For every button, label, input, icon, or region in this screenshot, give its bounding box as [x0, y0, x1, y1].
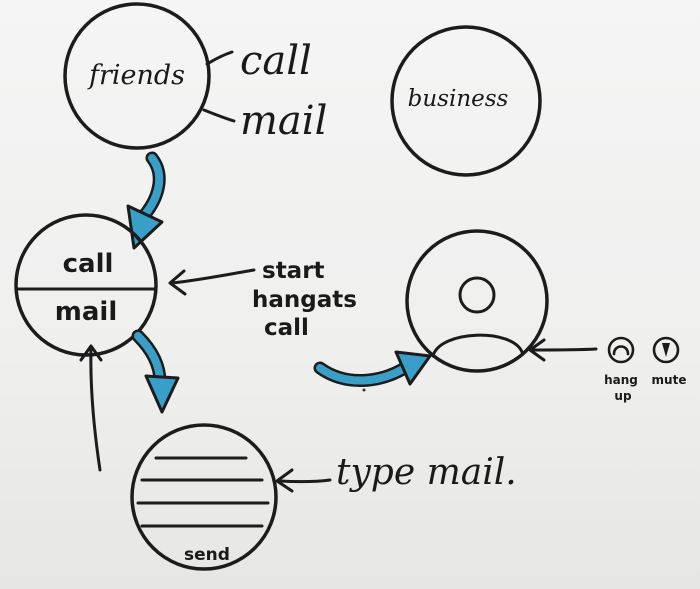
friends-label: friends: [87, 60, 185, 91]
controls-pointer-head: [528, 338, 546, 362]
call-screen-node: [405, 229, 549, 373]
mail-option-label[interactable]: mail: [240, 98, 327, 144]
type-mail-label: type mail.: [336, 452, 517, 493]
type-mail-annotation: type mail.: [275, 452, 517, 493]
start-call-annotation: start hangats call: [168, 258, 357, 341]
return-arrow-send-to-menu: [79, 344, 103, 472]
ink-dot: [362, 388, 366, 392]
hang-up-label-line1: hang: [604, 373, 638, 387]
menu-mail-button[interactable]: mail: [55, 297, 117, 327]
phone-hangup-icon: [612, 345, 630, 356]
compose-mail-node: send: [130, 423, 278, 571]
mail-body-lines: [136, 456, 270, 528]
menu-call-button[interactable]: call: [63, 249, 114, 279]
call-option-label[interactable]: call: [240, 38, 312, 84]
mute-label: mute: [652, 373, 687, 387]
hang-up-label-line2: up: [614, 389, 632, 403]
call-mail-menu-node: call mail: [14, 213, 158, 357]
friends-node[interactable]: friends: [63, 2, 211, 150]
start-label-line2: hangats: [252, 287, 357, 313]
user-avatar-icon: [431, 276, 524, 358]
business-label: business: [408, 86, 509, 112]
friends-call-branch: [205, 50, 234, 66]
flow-arrow-to-call-screen: [313, 350, 432, 387]
controls-pointer-line: [530, 347, 598, 352]
business-node[interactable]: business: [390, 25, 542, 177]
start-label-line1: start: [262, 258, 325, 284]
mute-icon: [662, 343, 670, 357]
flow-arrow-menu-to-mail: [131, 329, 180, 414]
friends-mail-branch: [202, 108, 236, 123]
mute-button[interactable]: mute: [652, 336, 687, 387]
start-label-line3: call: [264, 315, 309, 341]
send-button[interactable]: send: [184, 545, 230, 565]
hang-up-button[interactable]: hang up: [604, 336, 638, 403]
